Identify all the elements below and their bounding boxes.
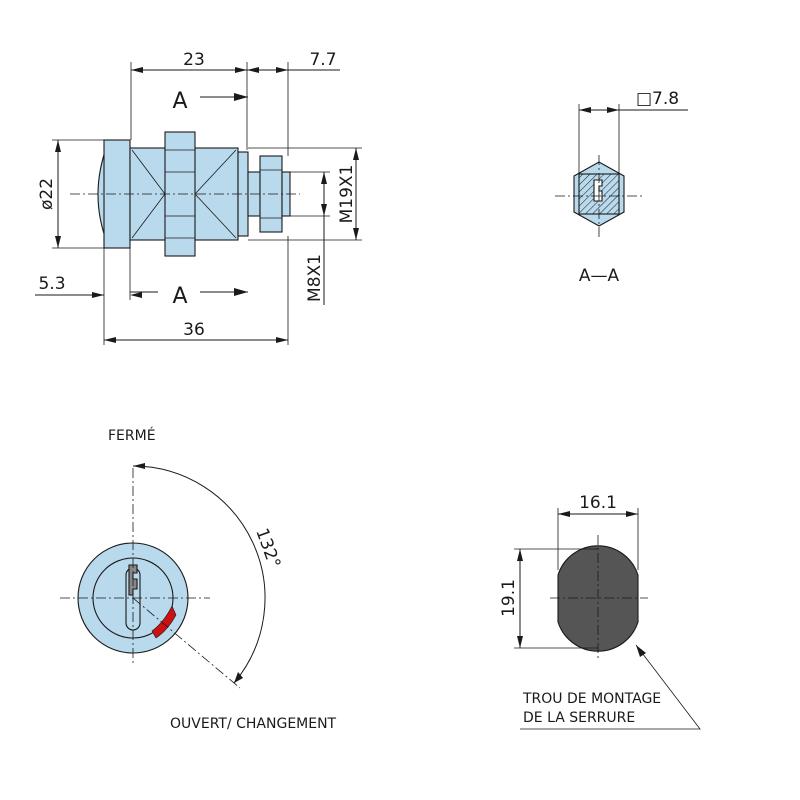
- rotation-view: FERMÉ 132° OUVERT/ CHANGEMENT: [60, 427, 337, 732]
- open-label: OUVERT/ CHANGEMENT: [170, 716, 337, 732]
- closed-label: FERMÉ: [108, 427, 156, 444]
- red-indicator: [151, 605, 177, 639]
- dim-thread-m19-label: M19X1: [337, 165, 357, 224]
- arrowhead: [321, 172, 327, 184]
- dim-height-label: 19.1: [499, 579, 519, 617]
- hole-caption-line2: DE LA SERRURE: [523, 710, 635, 726]
- dim-5-3-label: 5.3: [38, 274, 65, 294]
- arrowhead: [234, 93, 248, 101]
- arrowhead: [353, 148, 359, 160]
- hole-caption-line1: TROU DE MONTAGE: [522, 691, 661, 707]
- dim-square-label: □7.8: [636, 89, 679, 109]
- side-view: 23 7.7 A A ø22 M19X1 M8X1: [35, 50, 362, 345]
- arrowhead: [517, 636, 523, 648]
- section-mark-bottom: A: [172, 284, 187, 309]
- arrowhead: [55, 236, 61, 248]
- arrowhead: [92, 292, 104, 298]
- angle-label: 132°: [251, 526, 284, 571]
- arrowhead: [234, 288, 248, 296]
- dim-23-label: 23: [183, 50, 205, 70]
- angle-arc: [132, 465, 266, 684]
- arrowhead: [131, 67, 143, 73]
- section-caption: A—A: [579, 266, 620, 286]
- dim-diameter-label: ø22: [37, 178, 57, 210]
- arrowhead: [607, 107, 619, 113]
- leader-line: [520, 644, 701, 730]
- dim-36-label: 36: [183, 320, 205, 340]
- arrowhead: [234, 672, 243, 683]
- arrowhead: [626, 511, 638, 517]
- dim-thread-m8-label: M8X1: [305, 254, 325, 302]
- arrowhead: [104, 337, 116, 343]
- arrowhead: [353, 228, 359, 240]
- section-key-slot: [593, 179, 603, 202]
- arrowhead: [235, 67, 247, 73]
- arrowhead: [276, 337, 288, 343]
- arrowhead: [517, 549, 523, 561]
- dim-width-label: 16.1: [579, 493, 617, 513]
- dim-7-7-label: 7.7: [309, 50, 336, 70]
- arrowhead: [133, 463, 145, 469]
- arrowhead: [130, 292, 142, 298]
- mounting-hole-view: 16.1 19.1 TROU DE MONTAGE DE LA SERRURE: [499, 493, 701, 730]
- arrowhead: [558, 511, 570, 517]
- section-mark-top: A: [172, 89, 187, 114]
- open-position-line: [132, 597, 241, 689]
- arrowhead: [55, 140, 61, 152]
- arrowhead: [247, 67, 259, 73]
- arrowhead: [579, 107, 591, 113]
- arrowhead: [276, 67, 288, 73]
- arrowhead: [321, 204, 327, 216]
- section-view: □7.8 A—A: [555, 89, 688, 286]
- arrowhead: [636, 645, 646, 657]
- thread-chamfer-line: [194, 149, 237, 239]
